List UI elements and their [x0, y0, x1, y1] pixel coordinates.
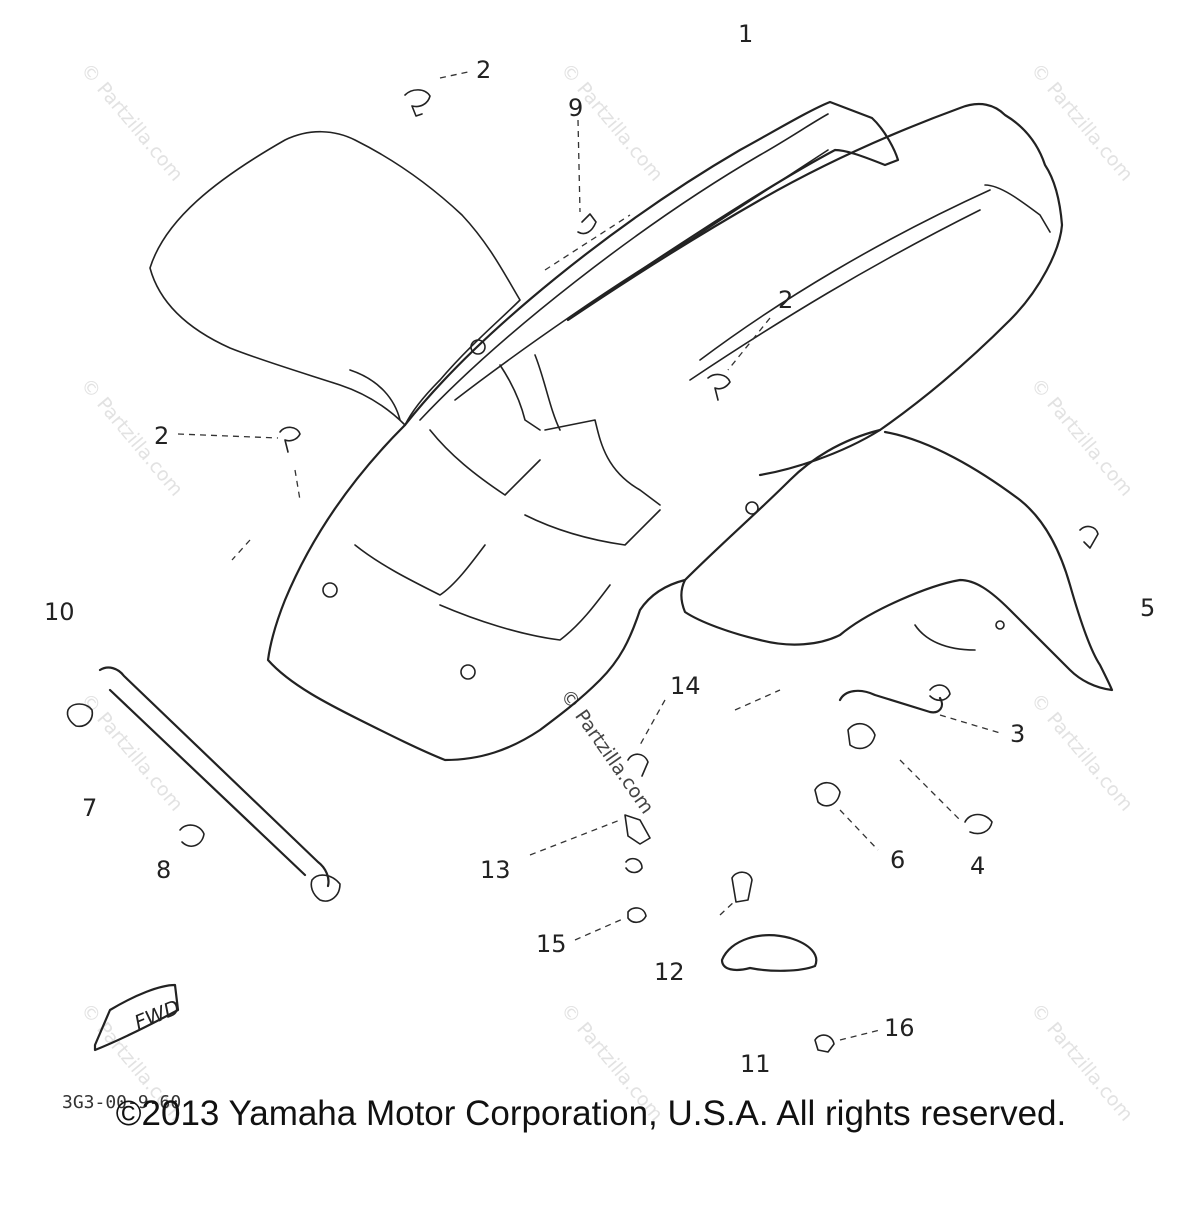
watermark: © Partzilla.com: [76, 374, 187, 500]
stay-bar: [98, 666, 330, 888]
part-label: 5: [1140, 594, 1155, 622]
fwd-arrow-tag: [93, 983, 180, 1052]
fender-drawing: [149, 100, 1114, 762]
fwd-label: FWD: [131, 995, 183, 1035]
body-step: [544, 419, 661, 506]
fastener: [745, 501, 759, 515]
right-panel-rail: [699, 189, 991, 361]
bolt-part-12: [731, 871, 753, 903]
left-wing-inner-line: [349, 369, 401, 421]
fastener: [322, 582, 338, 598]
right-panel-rail-2: [689, 209, 981, 381]
bolt-part-2-top: [404, 89, 431, 117]
nut-part-16: [814, 1034, 835, 1053]
part-label: 4: [970, 852, 985, 880]
fastener: [995, 620, 1005, 630]
part-label: 2: [778, 286, 793, 314]
watermark: © Partzilla.com: [556, 59, 667, 185]
fastener: [470, 339, 486, 355]
part-label: 1: [738, 20, 753, 48]
left-fender-wing: [149, 130, 521, 426]
bolt-part-2-left: [279, 426, 301, 453]
screw-part-14: [627, 753, 649, 777]
watermark-layer: © Partzilla.com © Partzilla.com © Partzi…: [76, 59, 1137, 1125]
part-label: 16: [884, 1014, 915, 1042]
grommet-part-7: [66, 703, 94, 728]
part-label: 9: [568, 94, 583, 122]
part-label: 15: [536, 930, 567, 958]
body-shelf-2: [354, 544, 486, 596]
part-label: 2: [154, 422, 169, 450]
leader-lines: [177, 71, 1001, 1041]
bolt-part-3: [929, 684, 951, 702]
right-upper-panel: [566, 102, 1064, 477]
nut-part-15: [627, 907, 647, 924]
part-label: 14: [670, 672, 701, 700]
part-label: 13: [480, 856, 511, 884]
body-shelf-1: [429, 429, 541, 496]
part-label: 7: [82, 794, 97, 822]
part-label: 10: [44, 598, 75, 626]
top-rail: [403, 100, 900, 427]
catalog-code: 3G3-00-9-60: [62, 1092, 181, 1113]
body-shelf-4: [524, 509, 661, 546]
fastener: [460, 664, 476, 680]
right-fender-wing: [680, 430, 1114, 692]
bracket-part-3: [838, 689, 944, 714]
central-body: [266, 423, 882, 762]
watermark: © Partzilla.com: [1026, 374, 1137, 500]
part-label: 3: [1010, 720, 1025, 748]
part-label: 11: [740, 1050, 771, 1078]
plate-part-12: [720, 934, 818, 972]
watermark: © Partzilla.com: [1026, 689, 1137, 815]
right-wing-inner: [914, 624, 976, 651]
top-rail-inner: [419, 113, 829, 421]
part-label: 6: [890, 846, 905, 874]
bolt-part-4: [964, 813, 993, 835]
copyright-notice: ©2013 Yamaha Motor Corporation, U.S.A. A…: [115, 1094, 1067, 1133]
right-panel-edge: [984, 184, 1051, 233]
bolt-part-2-mid: [707, 373, 731, 401]
top-rail-lower: [454, 149, 829, 401]
watermark: © Partzilla.com: [1026, 59, 1137, 185]
collar-part-6: [814, 781, 841, 807]
nut-part: [625, 857, 643, 874]
nut-part-8: [179, 824, 205, 847]
body-shelf-3: [439, 584, 611, 641]
part-labels: 1 2 9 2 2 5 10 14 3 7 8 13 6 4 15 12 11 …: [44, 20, 1155, 1078]
clip-part-5: [1079, 525, 1099, 549]
clip-part-13: [624, 814, 651, 845]
body-brace: [534, 354, 561, 431]
part-label: 8: [156, 856, 171, 884]
part-label: 12: [654, 958, 685, 986]
watermark: © Partzilla.com: [76, 59, 187, 185]
body-step-2: [499, 364, 541, 431]
part-label: 2: [476, 56, 491, 84]
hardware-parts: [66, 89, 1099, 1053]
bracket-end: [310, 874, 341, 902]
clip-part-9: [577, 213, 597, 235]
collar-part-3: [847, 722, 876, 750]
